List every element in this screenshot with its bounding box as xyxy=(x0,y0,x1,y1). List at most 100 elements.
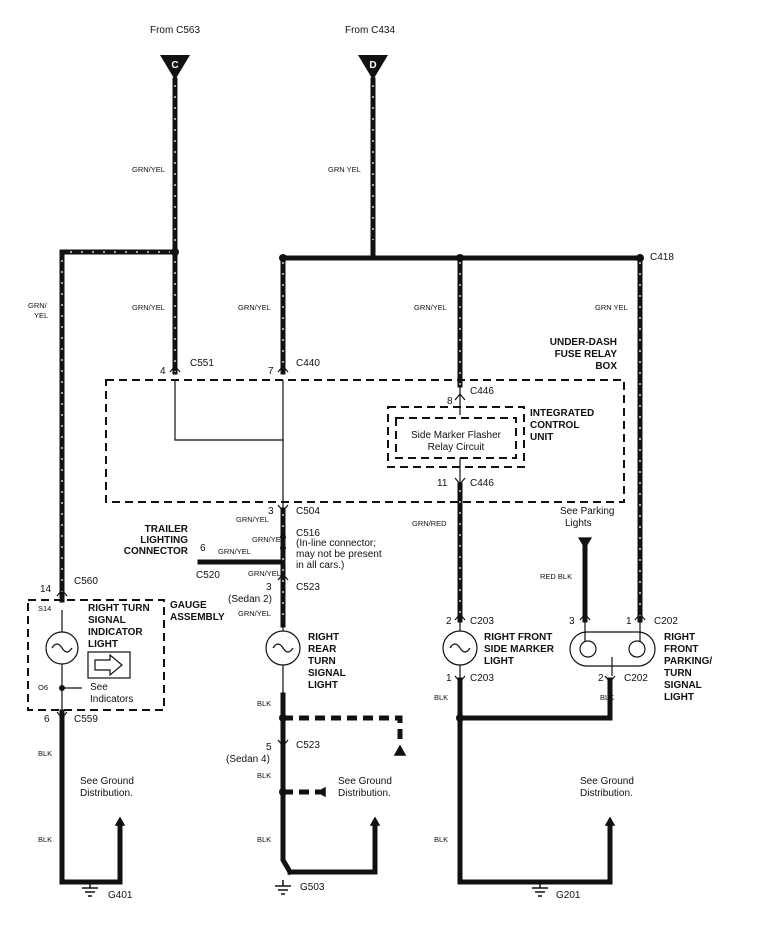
label-grounds-see_ground-1: Distribution. xyxy=(580,788,633,799)
label-boxes-gauge-0: GAUGE xyxy=(170,600,207,611)
label-connectors-c202_top: C202 xyxy=(654,616,678,627)
from-c434: From C434 xyxy=(345,25,395,36)
label-components-see_indicators-0: See xyxy=(90,682,108,693)
label-connectors-c202_pin1: 1 xyxy=(626,616,632,627)
label-wire_colors-grn_yel_slash: GRN/YEL xyxy=(236,515,269,524)
flasher-box xyxy=(395,417,517,459)
label-grounds-see_ground-1: Distribution. xyxy=(80,788,133,799)
label-components-rear_turn-0: RIGHT xyxy=(308,632,339,643)
label-connectors-c560_pin: 14 xyxy=(40,584,52,595)
wires xyxy=(59,77,643,885)
label-grounds-g201: G201 xyxy=(556,890,581,901)
label-boxes-gauge-1: ASSEMBLY xyxy=(170,612,225,623)
label-connectors-c504: C504 xyxy=(296,506,320,517)
ground-symbols xyxy=(82,744,616,897)
label-wire_colors-grn_yel_slash: GRN/YEL xyxy=(252,535,285,544)
label-components-parking-5: LIGHT xyxy=(664,692,694,703)
label-grounds-g401: G401 xyxy=(108,890,133,901)
label-boxes-icu-1: CONTROL xyxy=(530,420,579,431)
label-boxes-icu-0: INTEGRATED xyxy=(530,408,594,419)
label-connectors-c523_top: C523 xyxy=(296,582,320,593)
label-components-parking-0: RIGHT xyxy=(664,632,695,643)
label-wire_colors-grn_yel_split_top: GRN/ xyxy=(28,301,48,310)
label-connectors-c523_top_pin: 3 xyxy=(266,582,272,593)
label-connectors-c516: C516 xyxy=(296,528,320,539)
label-connectors-c203_bottom: C203 xyxy=(470,673,494,684)
label-grounds-see_ground-1: Distribution. xyxy=(338,788,391,799)
label-connectors-c203_top_pin: 2 xyxy=(446,616,452,627)
label-wire_colors-grn_yel_slash: GRN/YEL xyxy=(218,547,251,556)
label-components-see_indicators-1: Indicators xyxy=(90,694,133,705)
label-wire_colors-grn_yel_space: GRN YEL xyxy=(328,165,361,174)
label-connectors-c440: C440 xyxy=(296,358,320,369)
label-wire_colors-grn_yel_slash: GRN/YEL xyxy=(238,303,271,312)
label-wire_colors-grn_red: GRN/RED xyxy=(412,519,447,528)
connector-marks xyxy=(56,365,646,747)
label-wire_colors-blk: BLK xyxy=(434,693,448,702)
label-components-parking-2: PARKING/ xyxy=(664,656,712,667)
label-wire_colors-blk: BLK xyxy=(600,693,614,702)
label-wire_colors-grn_yel_space: GRN YEL xyxy=(595,303,628,312)
source-c-letter: C xyxy=(171,60,178,71)
label-wire_colors-blk: BLK xyxy=(38,749,52,758)
label-components-indicator-1: SIGNAL xyxy=(88,615,126,626)
label-components-parking-4: SIGNAL xyxy=(664,680,702,691)
label-connectors-c202_bottom: C202 xyxy=(624,673,648,684)
label-connectors-c440_pin: 7 xyxy=(268,366,274,377)
label-connectors-c516_note_1: (In-line connector; xyxy=(296,538,376,549)
label-connectors-c520: C520 xyxy=(196,570,220,581)
label-connectors-o6: O6 xyxy=(38,683,48,692)
label-grounds-see_ground-0: See Ground xyxy=(338,776,392,787)
label-boxes-icu-2: UNIT xyxy=(530,432,553,443)
label-connectors-c516_note_3: in all cars.) xyxy=(296,560,344,571)
label-components-side_marker-1: SIDE MARKER xyxy=(484,644,555,655)
label-components-side_marker-0: RIGHT FRONT xyxy=(484,632,552,643)
label-connectors-c203_bottom_pin: 1 xyxy=(446,673,452,684)
label-connectors-c520_pin: 6 xyxy=(200,543,206,554)
label-boxes-trailer-1: LIGHTING xyxy=(140,535,188,546)
label-connectors-sedan2: (Sedan 2) xyxy=(228,594,272,605)
label-boxes-flasher-0: Side Marker Flasher xyxy=(411,430,502,441)
label-components-rear_turn-2: TURN xyxy=(308,656,336,667)
label-connectors-c504_pin: 3 xyxy=(268,506,274,517)
label-connectors-s14: S14 xyxy=(38,604,51,613)
label-connectors-c446_top_pin: 8 xyxy=(447,396,453,407)
label-components-indicator-3: LIGHT xyxy=(88,639,118,650)
label-connectors-c202_pin3: 3 xyxy=(569,616,575,627)
label-wire_colors-grn_yel_split_bottom: YEL xyxy=(34,311,48,320)
label-connectors-c559: C559 xyxy=(74,714,98,725)
label-components-parking-3: TURN xyxy=(664,668,692,679)
label-wire_colors-red_blk: RED BLK xyxy=(540,572,572,581)
source-connector-d: D xyxy=(358,55,388,80)
label-components-parking-1: FRONT xyxy=(664,644,698,655)
label-grounds-see_ground-0: See Ground xyxy=(580,776,634,787)
label-connectors-c203_top: C203 xyxy=(470,616,494,627)
label-connectors-c446_bottom_pin: 11 xyxy=(437,478,448,489)
label-connectors-c559_pin: 6 xyxy=(44,714,50,725)
label-wire_colors-grn_yel_slash: GRN/YEL xyxy=(132,303,165,312)
label-components-rear_turn-3: SIGNAL xyxy=(308,668,346,679)
source-d-letter: D xyxy=(369,60,376,71)
label-components-rear_turn-4: LIGHT xyxy=(308,680,338,691)
label-wire_colors-blk: BLK xyxy=(257,835,271,844)
source-connector-c: C xyxy=(160,55,190,80)
label-components-see_parking-1: Lights xyxy=(565,518,592,529)
label-wire_colors-blk: BLK xyxy=(257,771,271,780)
label-boxes-trailer-2: CONNECTOR xyxy=(124,546,189,557)
label-connectors-c560: C560 xyxy=(74,576,98,587)
labels: GRN/YEL GRN YEL GRN/ YEL GRN/YEL GRN/YEL… xyxy=(28,165,712,901)
label-connectors-c446_bottom: C446 xyxy=(470,478,494,489)
label-connectors-c551_pin: 4 xyxy=(160,366,166,377)
label-boxes-trailer-0: TRAILER xyxy=(145,524,189,535)
label-connectors-c516_note_2: may not be present xyxy=(296,549,382,560)
label-connectors-c523_bottom: C523 xyxy=(296,740,320,751)
label-boxes-fuse_box-1: FUSE RELAY xyxy=(555,349,618,360)
label-components-indicator-2: INDICATOR xyxy=(88,627,143,638)
label-wire_colors-blk: BLK xyxy=(38,835,52,844)
label-components-see_parking-0: See Parking xyxy=(560,506,614,517)
label-grounds-g503: G503 xyxy=(300,882,325,893)
label-wire_colors-blk: BLK xyxy=(257,699,271,708)
from-c563: From C563 xyxy=(150,25,200,36)
label-wire_colors-grn_yel_slash: GRN/YEL xyxy=(132,165,165,174)
